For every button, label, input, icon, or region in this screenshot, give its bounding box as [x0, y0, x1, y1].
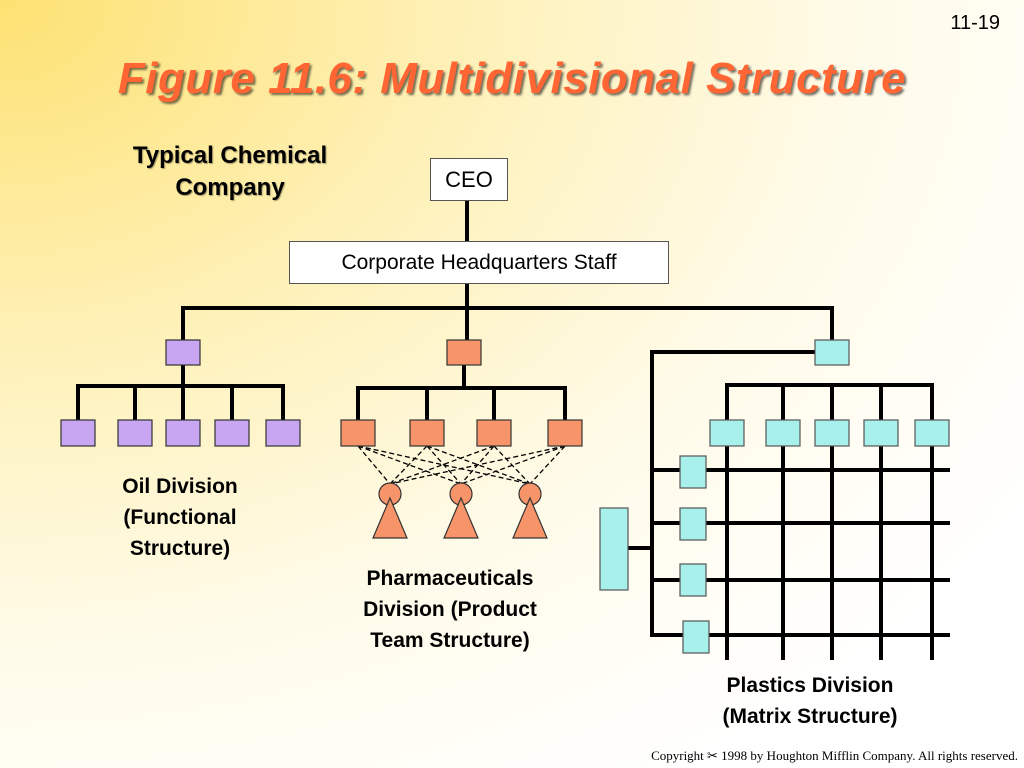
pharma-function-unit	[476, 419, 512, 447]
pharma-division-head	[446, 339, 482, 366]
subtitle-line-2: Company	[175, 174, 285, 201]
oil-division-units	[60, 339, 301, 447]
plastics-function-unit	[863, 419, 899, 447]
oil-division-head	[165, 339, 201, 366]
oil-function-unit	[265, 419, 301, 447]
product-team	[512, 482, 548, 539]
pharma-label-line-1: Pharmaceuticals	[366, 567, 534, 590]
corporate-hq-box: Corporate Headquarters Staff	[289, 241, 669, 284]
plastics-division-head	[814, 339, 850, 366]
subtitle: Typical Chemical Company	[95, 140, 365, 204]
plastics-division-units	[599, 339, 950, 654]
oil-function-unit	[214, 419, 250, 447]
plastics-label-line-2: (Matrix Structure)	[722, 705, 898, 728]
pharma-division-label: Pharmaceuticals Division (Product Team S…	[320, 563, 580, 656]
oil-label-line-1: Oil Division	[122, 475, 238, 498]
plastics-division-label: Plastics Division (Matrix Structure)	[680, 670, 940, 732]
ceo-box: CEO	[430, 158, 508, 201]
plastics-project-unit	[682, 620, 710, 654]
pharma-function-unit	[409, 419, 445, 447]
slide-number: 11-19	[950, 12, 1000, 34]
slide-title: Figure 11.6: Multidivisional Structure	[117, 54, 907, 103]
plastics-label-line-1: Plastics Division	[726, 674, 894, 697]
plastics-project-unit	[679, 455, 707, 489]
plastics-function-unit	[709, 419, 745, 447]
pharma-function-unit	[340, 419, 376, 447]
plastics-function-unit	[914, 419, 950, 447]
oil-function-unit	[165, 419, 201, 447]
pharma-division-units	[340, 339, 583, 447]
oil-function-unit	[117, 419, 153, 447]
plastics-project-unit	[679, 507, 707, 541]
oil-label-line-3: Structure)	[129, 537, 231, 560]
product-teams	[372, 482, 548, 539]
product-team	[372, 482, 408, 539]
pharma-label-line-2: Division (Product	[363, 598, 537, 621]
plastics-project-manager	[599, 507, 629, 591]
pharma-function-unit	[547, 419, 583, 447]
oil-label-line-2: (Functional	[123, 506, 237, 529]
oil-function-unit	[60, 419, 96, 447]
product-team	[443, 482, 479, 539]
copyright-notice: Copyright ✂ 1998 by Houghton Mifflin Com…	[651, 748, 1018, 763]
pharma-label-line-3: Team Structure)	[370, 629, 530, 652]
plastics-function-unit	[814, 419, 850, 447]
plastics-function-unit	[765, 419, 801, 447]
oil-division-label: Oil Division (Functional Structure)	[90, 471, 270, 564]
plastics-project-unit	[679, 563, 707, 597]
subtitle-line-1: Typical Chemical	[132, 142, 328, 169]
